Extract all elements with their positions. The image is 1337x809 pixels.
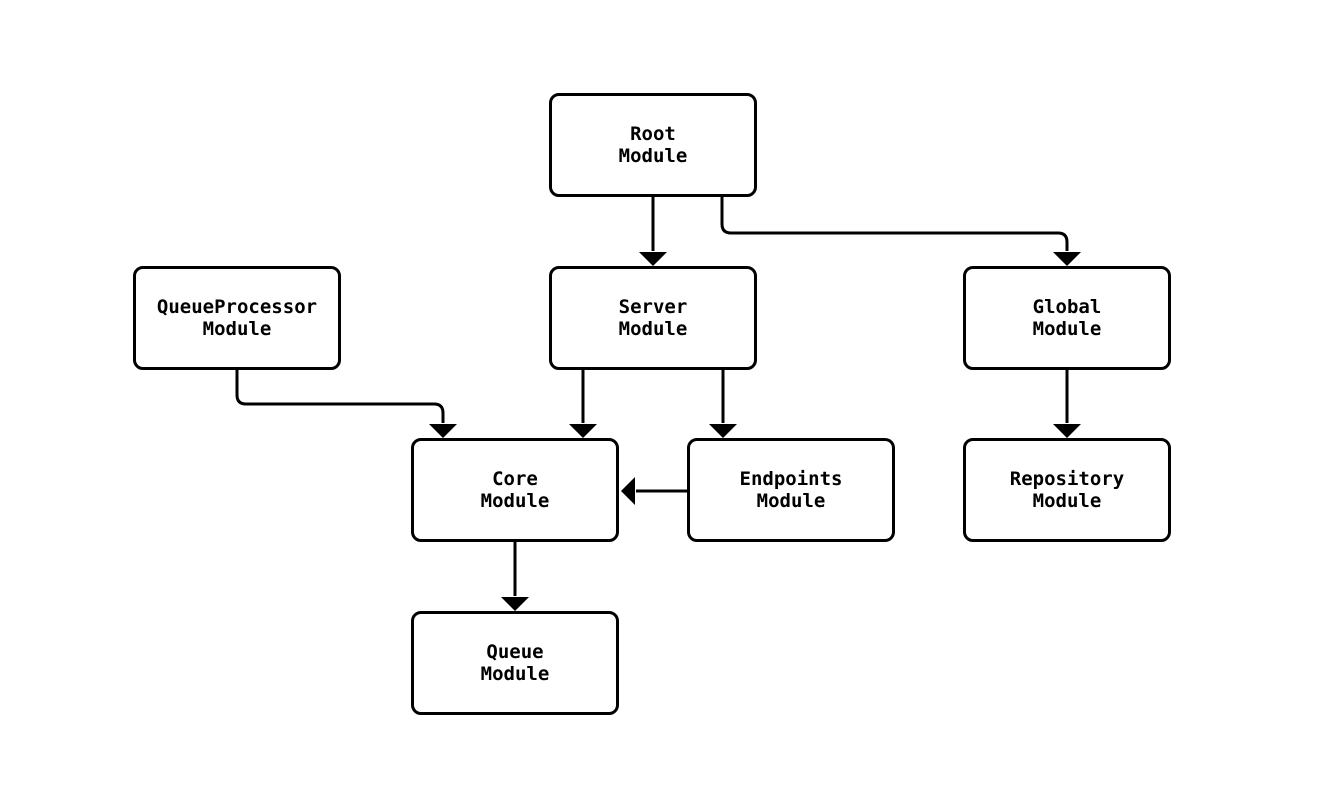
edge-server-to-endpoints xyxy=(709,370,737,438)
node-global-module: Global Module xyxy=(963,266,1171,370)
arrowhead-icon xyxy=(621,477,635,505)
node-core-module: Core Module xyxy=(411,438,619,542)
edge-endpoints-to-core xyxy=(621,477,687,505)
node-queue-module: Queue Module xyxy=(411,611,619,715)
arrowhead-icon xyxy=(1053,424,1081,438)
node-queueprocessor-module: QueueProcessor Module xyxy=(133,266,341,370)
node-repository-module-label: Repository Module xyxy=(1009,468,1125,512)
node-server-module-label: Server Module xyxy=(618,296,688,340)
node-endpoints-module-label: Endpoints Module xyxy=(739,468,843,512)
edge-core-to-queue xyxy=(501,542,529,611)
edge-line xyxy=(720,197,1069,251)
edge-root-to-server xyxy=(639,197,667,266)
node-repository-module: Repository Module xyxy=(963,438,1171,542)
node-server-module: Server Module xyxy=(549,266,757,370)
node-global-module-label: Global Module xyxy=(1032,296,1102,340)
node-root-module-label: Root Module xyxy=(618,123,688,167)
edge-line xyxy=(235,370,445,423)
node-endpoints-module: Endpoints Module xyxy=(687,438,895,542)
edge-root-to-global xyxy=(720,197,1081,266)
arrowhead-icon xyxy=(429,424,457,438)
arrowhead-icon xyxy=(501,597,529,611)
node-root-module: Root Module xyxy=(549,93,757,197)
edge-server-to-core xyxy=(569,370,597,438)
node-queue-module-label: Queue Module xyxy=(480,641,550,685)
node-core-module-label: Core Module xyxy=(480,468,550,512)
arrowhead-icon xyxy=(639,252,667,266)
arrowhead-icon xyxy=(1053,252,1081,266)
edge-queueprocessor-to-core xyxy=(235,370,457,438)
arrowhead-icon xyxy=(709,424,737,438)
node-queueprocessor-module-label: QueueProcessor Module xyxy=(156,296,318,340)
edge-global-to-repository xyxy=(1053,370,1081,438)
arrowhead-icon xyxy=(569,424,597,438)
